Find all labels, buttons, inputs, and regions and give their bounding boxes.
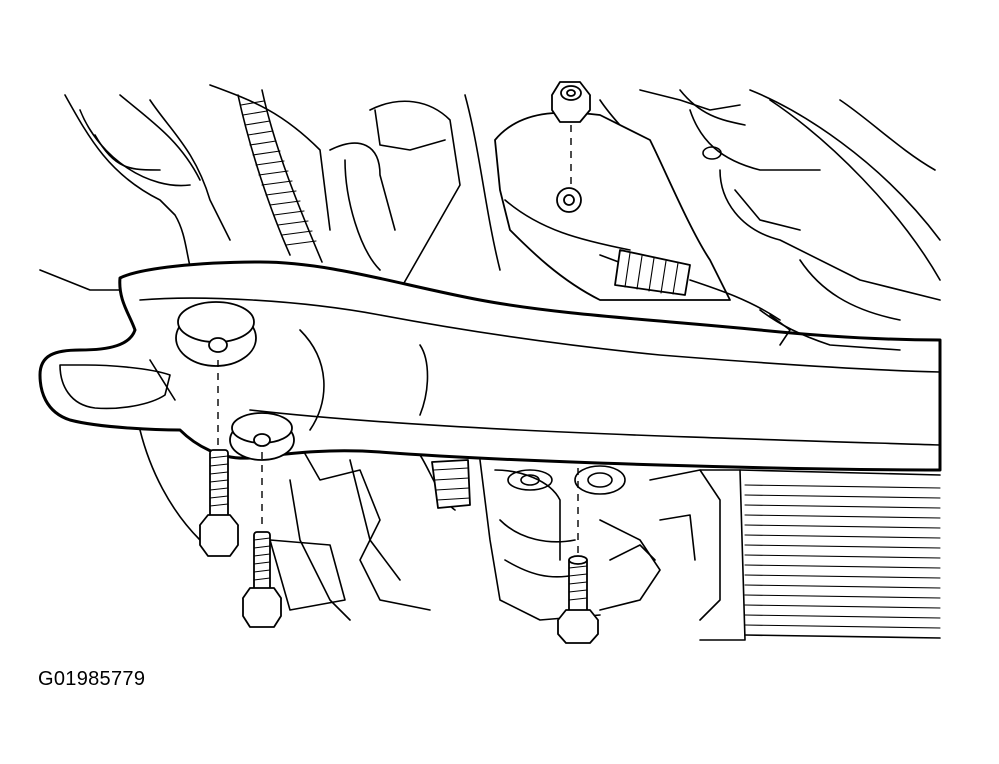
bolt-left-long: [199, 449, 239, 557]
crossmember: [38, 260, 942, 472]
cooler-fins: [739, 469, 941, 639]
lower-engine-components: [139, 429, 746, 641]
top-nut: [551, 81, 591, 123]
upper-bushing: [175, 301, 257, 367]
bolt-left-short: [242, 531, 282, 628]
corrugated-hose: [237, 89, 323, 263]
background-components: [39, 84, 941, 321]
figure-id-label: G01985779: [38, 668, 146, 690]
lower-bushing: [229, 412, 295, 461]
engine-mount-bracket: [494, 111, 781, 321]
bolt-center: [557, 555, 599, 644]
